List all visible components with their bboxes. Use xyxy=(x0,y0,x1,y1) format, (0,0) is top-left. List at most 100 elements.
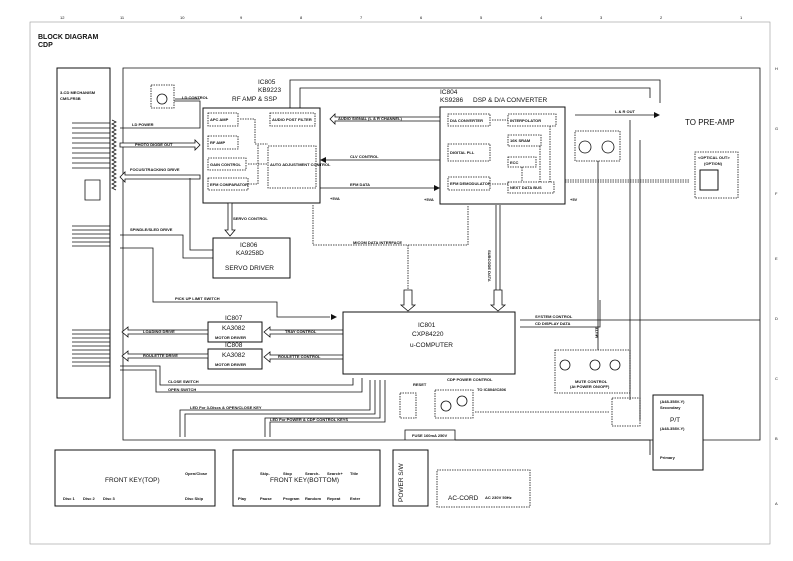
connector-cn1 xyxy=(111,119,117,191)
cd-mechanism-box xyxy=(56,67,111,399)
ic801-box xyxy=(342,311,516,375)
key-label: Program xyxy=(283,496,300,501)
transistor-icon xyxy=(578,140,592,154)
lr-feed-wire xyxy=(289,79,661,108)
ic804-part: KS9286 xyxy=(440,97,464,104)
column-marker: 11 xyxy=(120,15,125,20)
ic804-block xyxy=(447,113,491,127)
front-key-top-label: FRONT KEY(TOP) xyxy=(105,477,160,484)
ic805-internal-wires xyxy=(240,118,268,185)
column-marker: 6 xyxy=(420,15,423,20)
tray-control-arrow xyxy=(263,326,344,338)
column-marker: 12 xyxy=(60,15,65,20)
reset-circuit-box xyxy=(399,392,417,419)
key-label: Disc 1 xyxy=(63,496,76,501)
ic805-block-label: GAIN CONTROL xyxy=(210,162,241,167)
ld-control-label: LD CONTROL xyxy=(182,95,209,100)
column-marker: 8 xyxy=(300,15,303,20)
efm-data-label: EFM DATA xyxy=(350,182,370,187)
roulette-drive-label: ROULETTE DRIVE xyxy=(143,353,178,358)
key-label: Enter xyxy=(350,496,361,501)
power-transformer-box xyxy=(652,394,704,471)
open-switch-label: OPEN SWITCH xyxy=(168,387,196,392)
ic807-part: KA3082 xyxy=(222,325,246,332)
front-key-bottom-label: FRONT KEY(BOTTOM) xyxy=(270,477,339,484)
key-label: Search+ xyxy=(327,471,343,476)
system-control-label: SYSTEM CONTROL xyxy=(535,314,573,319)
pickup-switch-label: PICK UP LIMIT SWITCH xyxy=(175,296,220,301)
ic805-block-label: APC AMP xyxy=(210,117,229,122)
micom-arrow xyxy=(399,289,417,312)
row-marker: D xyxy=(775,316,778,321)
ic806-ref: IC806 xyxy=(240,242,258,249)
mechanism-wires xyxy=(72,67,761,441)
ic804-block-label: INTERPOLATOR xyxy=(510,118,541,123)
row-marker: F xyxy=(775,191,778,196)
optical-connector xyxy=(699,169,719,191)
cdp-power-control-box xyxy=(434,389,474,419)
mechanism-label: 3-CD MECHANISM xyxy=(60,90,96,95)
mute-label: MUTE xyxy=(594,326,599,338)
micom-interface-label: MICOM DATA INTERFACE xyxy=(353,240,402,245)
row-marker: G xyxy=(775,126,778,131)
roulette-control-label: ROULETTE CONTROL xyxy=(278,354,321,359)
spindle-sled-label: SPINDLE/SLED DRIVE xyxy=(130,227,173,232)
tray-control-label: TRAY CONTROL xyxy=(285,329,317,334)
ic804-block-label: ECC xyxy=(510,160,519,165)
ic804-ref: IC804 xyxy=(440,89,458,96)
ic808-ref: IC808 xyxy=(225,342,243,349)
column-markers: 12 11 10 9 8 7 6 5 4 3 2 1 H G F E D C B… xyxy=(60,15,778,506)
supply-label: +5VA xyxy=(330,196,340,201)
reset-label: RESET xyxy=(413,382,427,387)
column-marker: 3 xyxy=(600,15,603,20)
row-marker: B xyxy=(775,436,778,441)
transistor-icon xyxy=(156,93,168,105)
transistor-icon xyxy=(559,359,571,371)
cdp-power-control-label: CDP POWER CONTROL xyxy=(447,377,493,382)
loading-drive-label: LOADING DRIVE xyxy=(143,329,175,334)
ic808-name: MOTOR DRIVER xyxy=(215,362,246,367)
column-marker: 4 xyxy=(540,15,543,20)
ic807-ref: IC807 xyxy=(225,315,243,322)
ic805-block xyxy=(207,135,239,150)
ic805-block xyxy=(207,157,247,171)
key-label: Pause xyxy=(260,496,273,501)
to-preamp-label: TO PRE-AMP xyxy=(685,118,735,127)
ic806-part: KA9258D xyxy=(236,250,264,257)
optical-signal-wire xyxy=(565,179,690,183)
secondary-label: Secondary xyxy=(660,405,681,410)
key-label: Random xyxy=(305,496,321,501)
transistor-icon xyxy=(456,395,468,407)
ic805-part: KB9223 xyxy=(258,87,282,94)
roulette-drive-arrow xyxy=(121,350,209,362)
ac-cord-box xyxy=(436,469,531,508)
close-switch-label: CLOSE SWITCH xyxy=(168,379,199,384)
column-marker: 7 xyxy=(360,15,363,20)
key-label: Disc 2 xyxy=(83,496,96,501)
ic804-name: DSP & D/A CONVERTER xyxy=(473,97,547,104)
front-key-top-panel xyxy=(54,449,216,507)
drawing-frame xyxy=(29,21,771,545)
focus-tracking-arrow xyxy=(119,171,201,183)
ic804-block xyxy=(507,134,542,147)
front-key-bottom-panel xyxy=(232,449,381,507)
ac-cord-rating: AC 230V 50Hz xyxy=(485,495,512,500)
fuse-label: FUSE 160mA 250V xyxy=(412,433,448,438)
subcode-data-wire xyxy=(495,205,501,305)
focus-tracking-label: FOCUS/TRACKING DRIVE xyxy=(130,167,180,172)
ic801-name: u-COMPUTER xyxy=(410,342,453,349)
subcode-data-label: SUBCODE DATA xyxy=(487,250,492,282)
power-switch-label: POWER S/W xyxy=(398,462,405,502)
switch-wires xyxy=(120,365,363,393)
optical-out-label: <OPTICAL OUT> xyxy=(698,155,730,160)
key-label: Play xyxy=(238,496,247,501)
ic804-block-label: EFM DEMODULATOR xyxy=(450,181,491,186)
column-marker: 9 xyxy=(240,15,243,20)
column-marker: 5 xyxy=(480,15,483,20)
key-label: Repeat xyxy=(327,496,341,501)
ld-power-label: LD POWER xyxy=(132,122,154,127)
ic808-part: KA3082 xyxy=(222,352,246,359)
key-label: Disc 3 xyxy=(103,496,116,501)
audio-signal-label: AUDIO SIGNAL (L & R CHANNEL) xyxy=(338,116,403,121)
ic804-block-label: NEXT DATA BUS xyxy=(510,185,542,190)
